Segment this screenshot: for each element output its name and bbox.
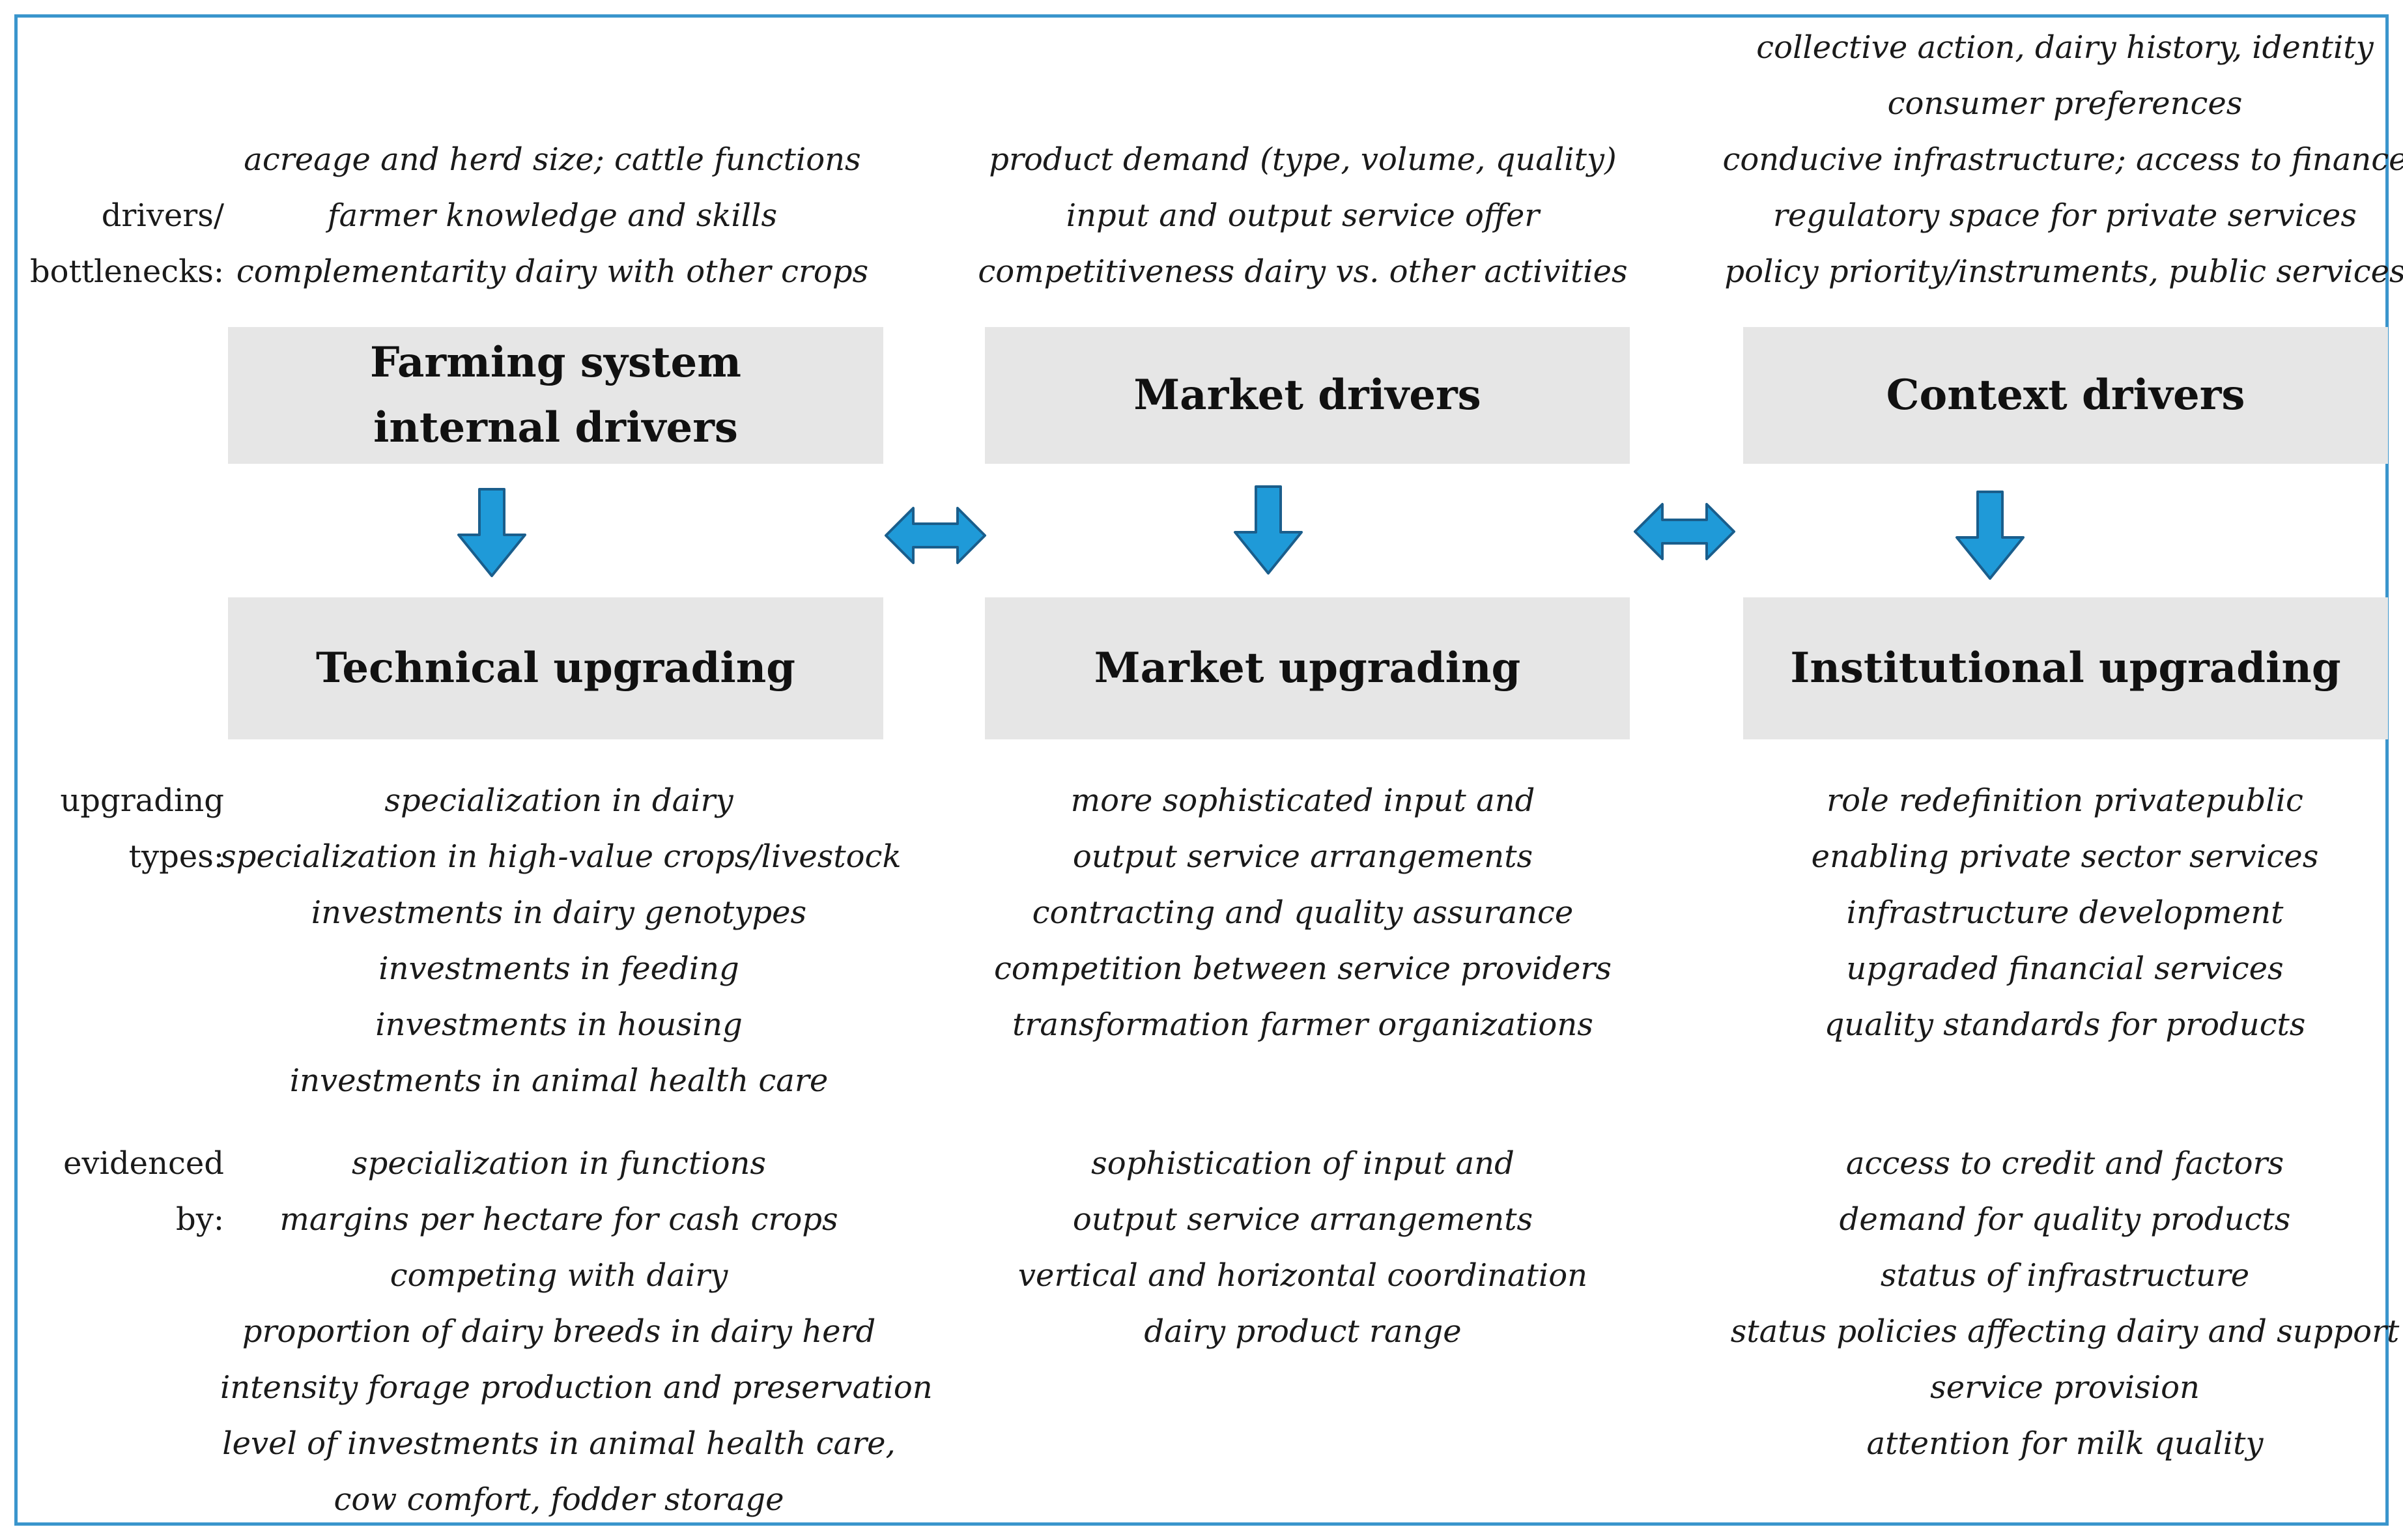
text-line: more sophisticated input and: [1070, 782, 1535, 819]
text-line: internal drivers: [373, 403, 738, 452]
text-line: bottlenecks:: [29, 253, 224, 290]
text-line: acreage and herd size; cattle functions: [244, 141, 861, 178]
double-arrow-icon: [885, 507, 986, 564]
text-line: infrastructure development: [1846, 894, 2284, 931]
text-line: vertical and horizontal coordination: [1017, 1257, 1588, 1294]
text-line: upgrading: [60, 782, 224, 819]
text-line: margins per hectare for cash crops: [279, 1201, 838, 1238]
text-line: competitiveness dairy vs. other activiti…: [978, 253, 1628, 290]
text-line: evidenced: [63, 1145, 224, 1182]
text-line: intensity forage production and preserva…: [220, 1369, 933, 1406]
text-line: status policies affecting dairy and supp…: [1730, 1313, 2400, 1350]
text-line: collective action, dairy history, identi…: [1756, 29, 2374, 66]
text-line: level of investments in animal health ca…: [222, 1425, 896, 1462]
text-line: investments in dairy genotypes: [311, 894, 807, 931]
text-line: role redefinition privatepublic: [1827, 782, 2303, 819]
text-line: transformation farmer organizations: [1012, 1006, 1593, 1043]
text-line: regulatory space for private services: [1773, 197, 2357, 234]
down-arrow-icon: [1234, 485, 1303, 575]
text-line: status of infrastructure: [1880, 1257, 2250, 1294]
text-line: quality standards for products: [1824, 1006, 2306, 1043]
market-drivers-list: product demand (type, volume, quality) in…: [977, 132, 1628, 300]
text-line: Market drivers: [1133, 371, 1481, 420]
text-line: Market upgrading: [1094, 644, 1521, 692]
text-line: drivers/: [101, 197, 224, 234]
text-line: consumer preferences: [1887, 85, 2243, 122]
text-line: input and output service offer: [1066, 197, 1540, 234]
institutional-upgrading-types-list: role redefinition privatepublic enabling …: [1739, 773, 2391, 1053]
text-line: farmer knowledge and skills: [327, 197, 778, 234]
row-label-upgrading-types: upgrading types:: [60, 773, 224, 885]
market-evidence-list: sophistication of input and output servic…: [977, 1135, 1628, 1360]
text-line: investments in animal health care: [289, 1062, 829, 1099]
text-line: dairy product range: [1144, 1313, 1462, 1350]
text-line: product demand (type, volume, quality): [989, 141, 1617, 178]
text-line: Institutional upgrading: [1790, 644, 2341, 692]
text-line: contracting and quality assurance: [1032, 894, 1574, 931]
text-line: specialization in functions: [351, 1145, 767, 1182]
text-line: attention for milk quality: [1866, 1425, 2264, 1462]
text-line: Context drivers: [1886, 371, 2245, 420]
text-line: specialization in dairy: [384, 782, 733, 819]
text-line: cow comfort, fodder storage: [334, 1481, 784, 1518]
row-label-evidenced-by: evidenced by:: [63, 1135, 224, 1248]
market-upgrading-box: Market upgrading: [985, 597, 1630, 739]
text-line: proportion of dairy breeds in dairy herd: [242, 1313, 876, 1350]
text-line: demand for quality products: [1839, 1201, 2291, 1238]
text-line: by:: [175, 1201, 224, 1238]
text-line: enabling private sector services: [1811, 838, 2319, 875]
text-line: competition between service providers: [993, 950, 1612, 987]
institutional-upgrading-box: Institutional upgrading: [1743, 597, 2388, 739]
text-line: competing with dairy: [390, 1257, 728, 1294]
technical-upgrading-types-list: specialization in dairy specialization in…: [220, 773, 902, 1109]
text-line: output service arrangements: [1072, 1201, 1533, 1238]
text-line: specialization in high-value crops/lives…: [220, 838, 902, 875]
institutional-evidence-list: access to credit and factors demand for q…: [1720, 1135, 2403, 1472]
text-line: Technical upgrading: [316, 644, 795, 692]
context-drivers-list: collective action, dairy history, identi…: [1720, 20, 2403, 300]
market-upgrading-types-list: more sophisticated input and output servi…: [977, 773, 1628, 1053]
text-line: policy priority/instruments, public serv…: [1724, 253, 2403, 290]
farming-drivers-list: acreage and herd size; cattle functions f…: [227, 132, 878, 300]
context-drivers-box: Context drivers: [1743, 327, 2388, 464]
text-line: output service arrangements: [1072, 838, 1533, 875]
text-line: service provision: [1930, 1369, 2200, 1406]
text-line: Farming system: [370, 338, 741, 387]
down-arrow-icon: [457, 488, 526, 577]
text-line: sophistication of input and: [1091, 1145, 1514, 1182]
row-label-drivers: drivers/bottlenecks:: [30, 188, 224, 300]
text-line: access to credit and factors: [1845, 1145, 2284, 1182]
text-line: conducive infrastructure; access to fina…: [1722, 141, 2403, 178]
text-line: investments in feeding: [378, 950, 739, 987]
technical-upgrading-box: Technical upgrading: [228, 597, 883, 739]
technical-evidence-list: specialization in functions margins per h…: [220, 1135, 933, 1528]
text-line: upgraded financial services: [1846, 950, 2284, 987]
diagram-frame: [14, 14, 2389, 1526]
text-line: types:: [128, 838, 224, 875]
text-line: complementarity dairy with other crops: [236, 253, 869, 290]
text-line: investments in housing: [375, 1006, 743, 1043]
double-arrow-icon: [1634, 503, 1735, 560]
down-arrow-icon: [1955, 491, 2025, 580]
market-drivers-box: Market drivers: [985, 327, 1630, 464]
farming-system-drivers-box: Farming system internal drivers: [228, 327, 883, 464]
